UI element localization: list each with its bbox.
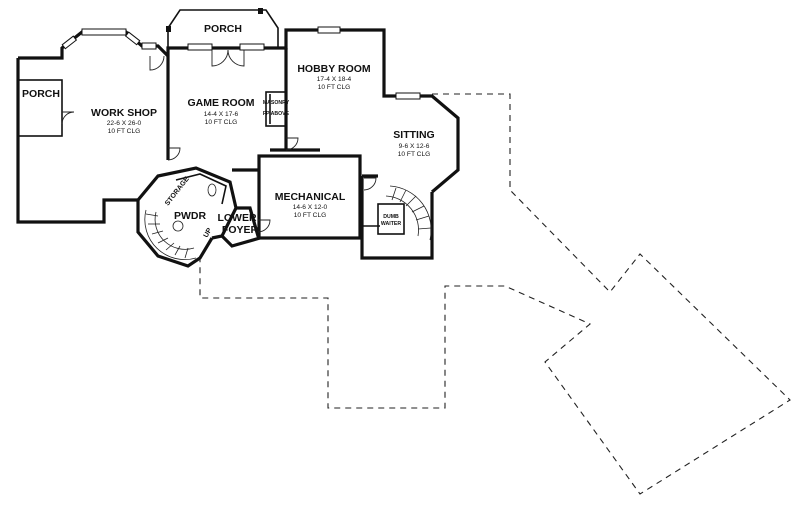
interior-walls [17, 79, 380, 227]
doors [61, 49, 377, 233]
hobby-room-label: HOBBY ROOM [297, 63, 371, 75]
sitting-dims: 9-6 X 12-6 [399, 143, 430, 150]
porch-posts [166, 8, 263, 32]
stairs-left [144, 183, 217, 260]
porch-left-label: PORCH [22, 88, 60, 100]
game-room-label: GAME ROOM [187, 97, 254, 109]
game-room-dims: 14-4 X 17-6 [204, 111, 239, 118]
hobby-room-ceiling: 10 FT CLG [318, 84, 351, 91]
lower-foyer-label-2: FOYER [222, 224, 259, 236]
dumbwaiter-label-1: DUMB [383, 214, 399, 220]
hobby-room-dims: 17-4 X 18-4 [317, 76, 352, 83]
dumbwaiter-label-2: WAITER [381, 221, 401, 227]
sitting-label: SITTING [393, 129, 434, 141]
exterior-walls [16, 9, 460, 268]
mechanical-dims: 14-6 X 12-0 [293, 204, 328, 211]
room-labels: PORCH PORCH WORK SHOP 22-6 X 26-0 10 FT … [22, 23, 435, 239]
porch-top-label: PORCH [204, 23, 242, 35]
dashed-outline [199, 93, 791, 495]
sitting-ceiling: 10 FT CLG [398, 151, 431, 158]
stairs-up-label: UP [203, 227, 214, 239]
lower-foyer-label-1: LOWER [217, 212, 256, 224]
mechanical-ceiling: 10 FT CLG [294, 212, 327, 219]
workshop-dims: 22-6 X 26-0 [107, 120, 142, 127]
powder-label: PWDR [174, 210, 206, 222]
game-room-ceiling: 10 FT CLG [205, 119, 238, 126]
workshop-label: WORK SHOP [91, 107, 157, 119]
windows [61, 26, 421, 100]
stairs-right [377, 185, 432, 241]
masonry-label-2: FP ABOVE [263, 111, 290, 117]
masonry-label-1: MASONRY [263, 100, 290, 106]
mechanical-label: MECHANICAL [275, 191, 346, 203]
workshop-ceiling: 10 FT CLG [108, 128, 141, 135]
